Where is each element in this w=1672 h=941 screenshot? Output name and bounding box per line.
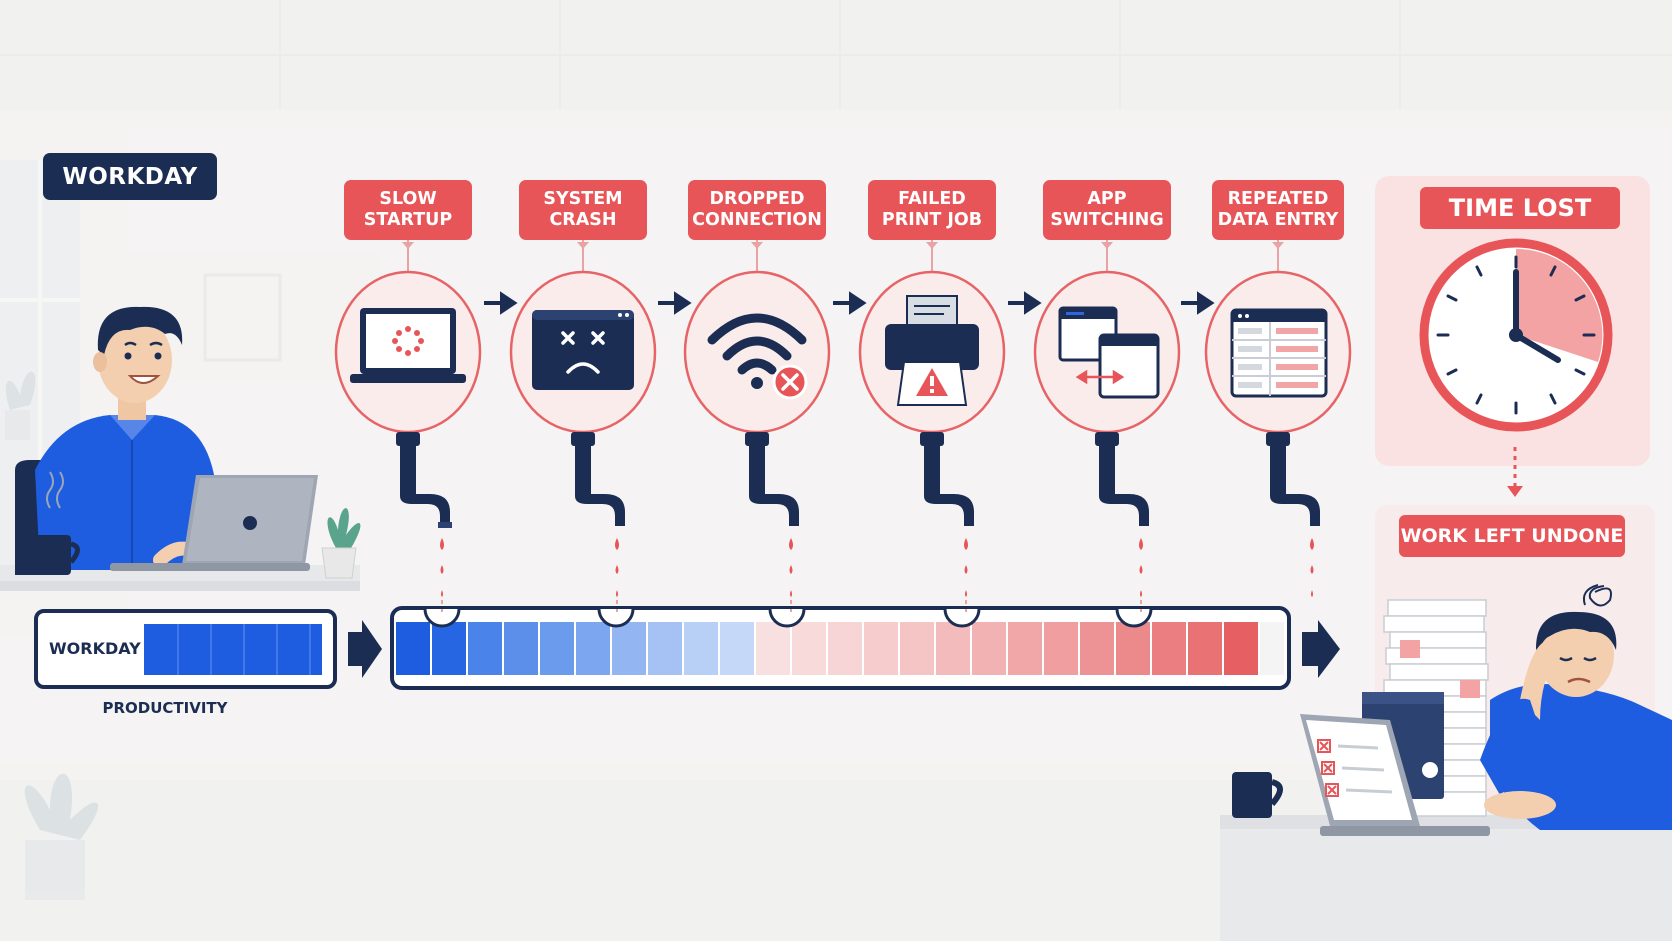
- step-label-line: APP: [1087, 189, 1127, 209]
- work-left-undone-label: WORK LEFT UNDONE: [1399, 515, 1625, 557]
- time-to-undone-arrow: [1507, 447, 1523, 497]
- step-label-line: STARTUP: [363, 210, 453, 230]
- step-label-line: FAILED: [898, 189, 966, 209]
- step-label-dropped-connection: DROPPED CONNECTION: [688, 180, 826, 240]
- workday-badge: WORKDAY: [43, 153, 217, 200]
- stressed-worker-illustration: [1480, 584, 1672, 830]
- time-lost-title: TIME LOST: [1420, 187, 1620, 229]
- coffee-mug-right: [1232, 772, 1283, 818]
- step-label-app-switching: APP SWITCHING: [1043, 180, 1171, 240]
- leak-faucets: [396, 432, 452, 528]
- loading-laptop-icon: [350, 308, 466, 383]
- step-label-line: DROPPED: [709, 189, 805, 209]
- plant-left-shelf: [5, 371, 36, 440]
- step-label-line: DATA ENTRY: [1217, 210, 1339, 230]
- wifi-error-icon: [707, 313, 808, 400]
- step-label-line: PRINT JOB: [881, 210, 983, 230]
- step-label-line: SYSTEM: [543, 189, 623, 209]
- step-label-line: SWITCHING: [1050, 210, 1164, 230]
- step-label-line: CRASH: [549, 210, 617, 230]
- leak-faucets-2: [571, 432, 1320, 526]
- printer-warning-icon: [885, 295, 979, 406]
- flow-arrows: [484, 291, 1215, 315]
- workday-bar-left: [34, 609, 337, 689]
- app-windows-icon: [1058, 306, 1160, 399]
- plant-on-desk: [321, 508, 361, 579]
- arrow-into-pipe: [348, 620, 382, 678]
- step-label-line: REPEATED: [1227, 189, 1329, 209]
- step-label-system-crash: SYSTEM CRASH: [519, 180, 647, 240]
- coffee-mug-left: [35, 471, 80, 575]
- data-form-icon: [1230, 308, 1328, 398]
- arrow-out-of-pipe: [1302, 620, 1340, 678]
- step-label-repeated-data-entry: REPEATED DATA ENTRY: [1212, 180, 1344, 240]
- step-label-line: SLOW: [379, 189, 437, 209]
- leak-drips: [440, 538, 1314, 597]
- step-label-failed-print-job: FAILED PRINT JOB: [868, 180, 996, 240]
- laptop-left: [110, 475, 318, 571]
- productivity-pipe: [390, 606, 1291, 690]
- workday-bar-label: WORKDAY: [49, 638, 141, 658]
- time-lost-panel: [1375, 176, 1650, 466]
- crashed-monitor-icon: [532, 310, 634, 390]
- happy-worker-illustration: [15, 306, 220, 575]
- step-label-slow-startup: SLOW STARTUP: [344, 180, 472, 240]
- plant-bottom-left: [24, 773, 99, 900]
- step-label-line: CONNECTION: [692, 210, 822, 230]
- laptop-right: [1300, 714, 1490, 836]
- productivity-caption: PRODUCTIVITY: [102, 699, 228, 717]
